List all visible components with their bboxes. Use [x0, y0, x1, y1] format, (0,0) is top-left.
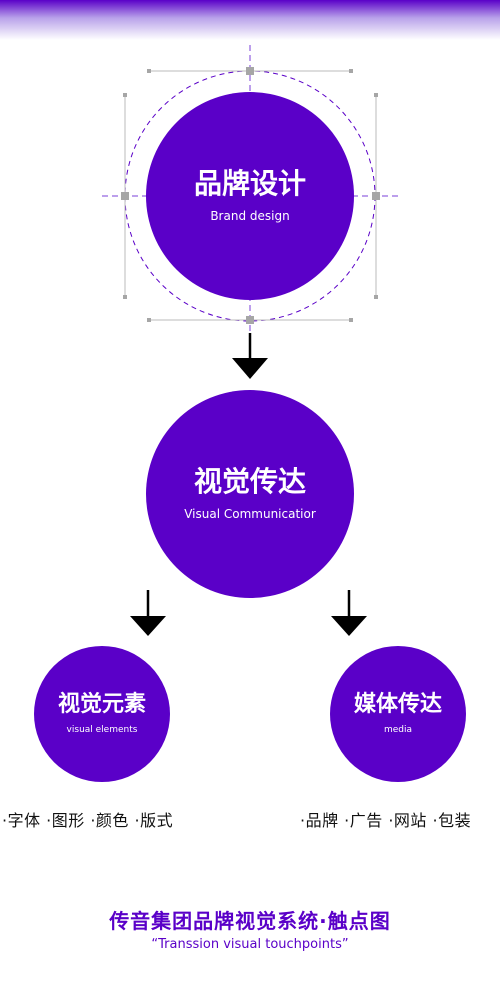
handle-corner	[349, 318, 353, 322]
visual-elements-title: 视觉元素	[57, 691, 146, 717]
media-node: 媒体传达 media	[330, 646, 466, 782]
handle-corner	[349, 69, 353, 73]
handle-corner	[374, 295, 378, 299]
arrow-visual-to-media	[331, 590, 367, 636]
visual-communication-node: 视觉传达 Visual Communicatior	[146, 390, 354, 598]
handle-top	[246, 67, 254, 75]
media-list: ·品牌 ·广告 ·网站 ·包装	[300, 811, 472, 830]
visual-elements-list: ·字体 ·图形 ·颜色 ·版式	[2, 811, 174, 830]
handle-left	[121, 192, 129, 200]
handle-corner	[147, 318, 151, 322]
visual-communication-title: 视觉传达	[193, 464, 306, 498]
visual-communication-subtitle: Visual Communicatior	[184, 507, 316, 522]
handle-corner	[123, 93, 127, 97]
arrow-visual-to-elements	[130, 590, 166, 636]
footer-subtitle: “Transsion visual touchpoints”	[151, 937, 349, 952]
media-subtitle: media	[383, 725, 413, 736]
handle-corner	[147, 69, 151, 73]
media-title: 媒体传达	[353, 691, 442, 717]
brand-design-title: 品牌设计	[193, 166, 306, 200]
brand-design-node: 品牌设计 Brand design	[146, 92, 354, 300]
handle-bottom	[246, 316, 254, 324]
footer-title: 传音集团品牌视觉系统·触点图	[109, 909, 391, 933]
arrow-brand-to-visual	[232, 333, 268, 379]
brand-design-subtitle: Brand design	[210, 209, 290, 224]
visual-elements-node: 视觉元素 visual elements	[34, 646, 170, 782]
visual-elements-subtitle: visual elements	[66, 725, 138, 736]
header-gradient-band	[0, 0, 500, 40]
handle-corner	[123, 295, 127, 299]
handle-corner	[374, 93, 378, 97]
handle-right	[372, 192, 380, 200]
